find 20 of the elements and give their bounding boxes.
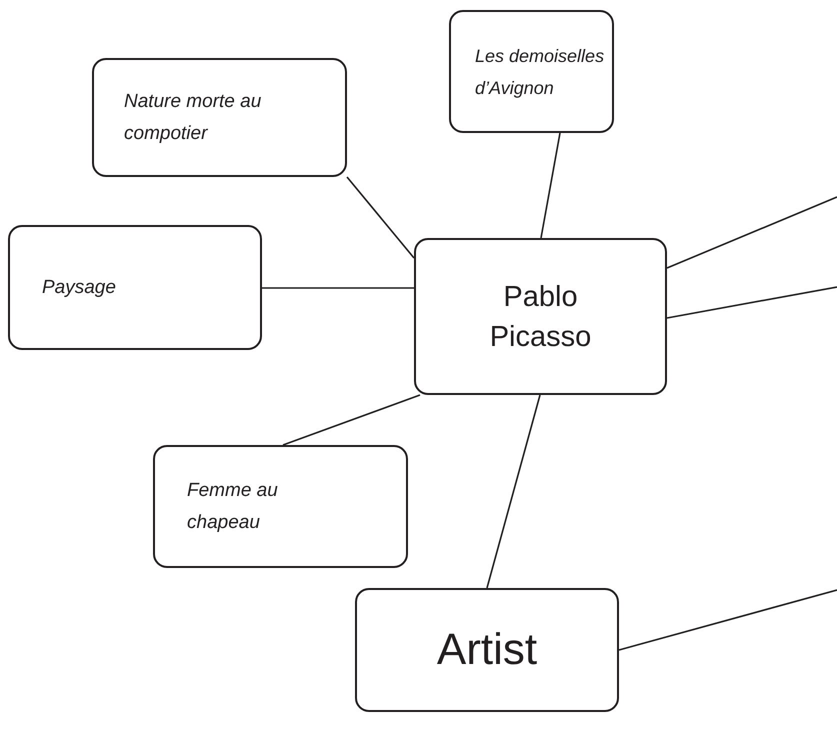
node-text: Femme au chapeau (187, 478, 279, 534)
rounded-box (414, 238, 667, 395)
rounded-box (449, 10, 614, 133)
connector-line (486, 394, 541, 588)
node-text: Les demoiselles d’Avignon (475, 44, 606, 100)
connector-line (262, 287, 414, 289)
node-text: Artist (436, 624, 538, 676)
rounded-box (355, 588, 619, 712)
node-text: Nature morte au compotier (124, 90, 262, 146)
connector-line (346, 176, 415, 259)
connector-line (666, 286, 837, 319)
connector-line (540, 132, 561, 238)
rounded-box (8, 225, 262, 350)
connector-line (666, 196, 837, 269)
connector-line (618, 589, 837, 651)
rounded-box (92, 58, 347, 177)
connector-line (282, 394, 420, 446)
node-text: Paysage (42, 276, 116, 300)
node-text: Pablo Picasso (488, 280, 592, 354)
rounded-box (153, 445, 408, 568)
